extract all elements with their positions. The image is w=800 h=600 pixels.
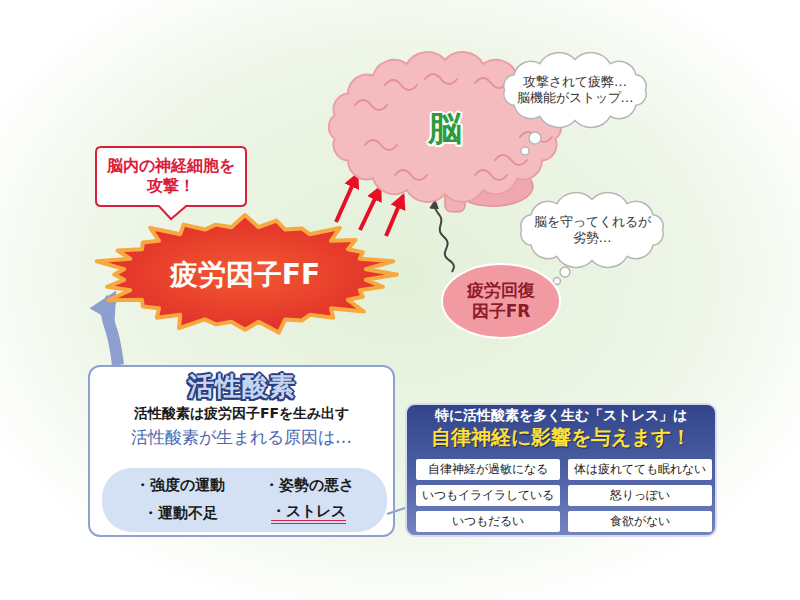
flow-arrow bbox=[107, 298, 118, 365]
brain-fold bbox=[355, 100, 387, 110]
flow-arrow bbox=[386, 196, 403, 236]
cloud-shape bbox=[521, 193, 663, 268]
box-title: 活性酸素 bbox=[188, 370, 296, 403]
cause-item: ・姿勢の悪さ bbox=[264, 476, 354, 495]
ellipse-shape bbox=[442, 264, 560, 338]
thought-trail-dot bbox=[554, 278, 561, 285]
brain-fold bbox=[475, 170, 507, 180]
symptom-cell: いつもイライラしている bbox=[416, 485, 560, 506]
symptom-cell: 食欲がない bbox=[568, 511, 712, 532]
symptom-cell: 自律神経が過敏になる bbox=[416, 459, 560, 480]
callout-text: 脳内の神経細胞を 攻撃！ bbox=[107, 156, 235, 196]
symptom-text: いつもイライラしている bbox=[422, 488, 554, 502]
ellipse-label: 疲労回復 因子FR bbox=[467, 280, 535, 323]
cause-item: ・運動不足 bbox=[143, 504, 218, 523]
recovery-factor-ellipse: 疲労回復 因子FR bbox=[440, 262, 562, 340]
box-body: 活性酸素は疲労因子FFを生み出す bbox=[134, 405, 349, 423]
stress-panel: 特に活性酸素を多く生む「ストレス」は自律神経に影響を与えます！ 自律神経が過敏にな… bbox=[405, 403, 717, 537]
fatigue-factor-burst: 疲労因子FF bbox=[90, 212, 400, 337]
brain-fold bbox=[385, 80, 417, 90]
brain-fold bbox=[365, 140, 397, 150]
thought-text: 攻撃されて疲弊… 脳機能がストップ… bbox=[517, 74, 634, 107]
thought-trail-dot bbox=[560, 267, 570, 277]
speech-callout: 脳内の神経細胞を 攻撃！ bbox=[95, 146, 247, 220]
thought-text: 脳を守ってくれるが 劣勢… bbox=[534, 214, 651, 247]
thought-bubble: 攻撃されて疲弊… 脳機能がストップ… bbox=[495, 50, 655, 130]
info-box: 活性酸素活性酸素は疲労因子FFを生み出す活性酸素が生まれる原因は…・強度の運動・… bbox=[88, 365, 395, 537]
cause-item: ・ストレス bbox=[271, 503, 346, 524]
cause-item: ・強度の運動 bbox=[135, 476, 225, 495]
burst-label: 疲労因子FF bbox=[170, 257, 320, 292]
leader-line bbox=[387, 508, 405, 514]
brain-fold bbox=[395, 170, 427, 180]
burst-shape bbox=[97, 215, 397, 333]
thought-trail-dot bbox=[529, 132, 541, 144]
symptom-text: 自律神経が過敏になる bbox=[428, 462, 548, 476]
brain-label: 脳 bbox=[428, 107, 462, 150]
panel-heading: 特に活性酸素を多く生む「ストレス」は bbox=[435, 407, 687, 425]
symptom-cell: いつもだるい bbox=[416, 511, 560, 532]
symptom-text: 体は疲れてても眠れない bbox=[574, 462, 706, 476]
symptom-cell: 体は疲れてても眠れない bbox=[568, 459, 712, 480]
brain-fold bbox=[475, 78, 507, 88]
panel-emphasis: 自律神経に影響を与えます！ bbox=[431, 425, 691, 450]
symptom-text: 怒りっぽい bbox=[610, 488, 670, 502]
callout-shape bbox=[96, 147, 246, 219]
brain-fold bbox=[425, 74, 457, 84]
symptom-text: 食欲がない bbox=[610, 514, 670, 528]
box-fill bbox=[88, 365, 395, 537]
box-subheading: 活性酸素が生まれる原因は… bbox=[131, 427, 352, 448]
flow-arrow bbox=[360, 188, 380, 230]
cause-cloud: ・強度の運動 ・姿勢の悪さ・運動不足 ・ストレス bbox=[102, 468, 387, 532]
brain-fold bbox=[495, 155, 527, 165]
cloud-shape bbox=[504, 53, 646, 128]
symptom-text: いつもだるい bbox=[452, 514, 524, 528]
symptom-cell: 怒りっぽい bbox=[568, 485, 712, 506]
thought-trail-dot bbox=[521, 147, 529, 155]
flow-arrow bbox=[336, 175, 357, 222]
thought-bubble: 脳を守ってくれるが 劣勢… bbox=[512, 190, 672, 270]
